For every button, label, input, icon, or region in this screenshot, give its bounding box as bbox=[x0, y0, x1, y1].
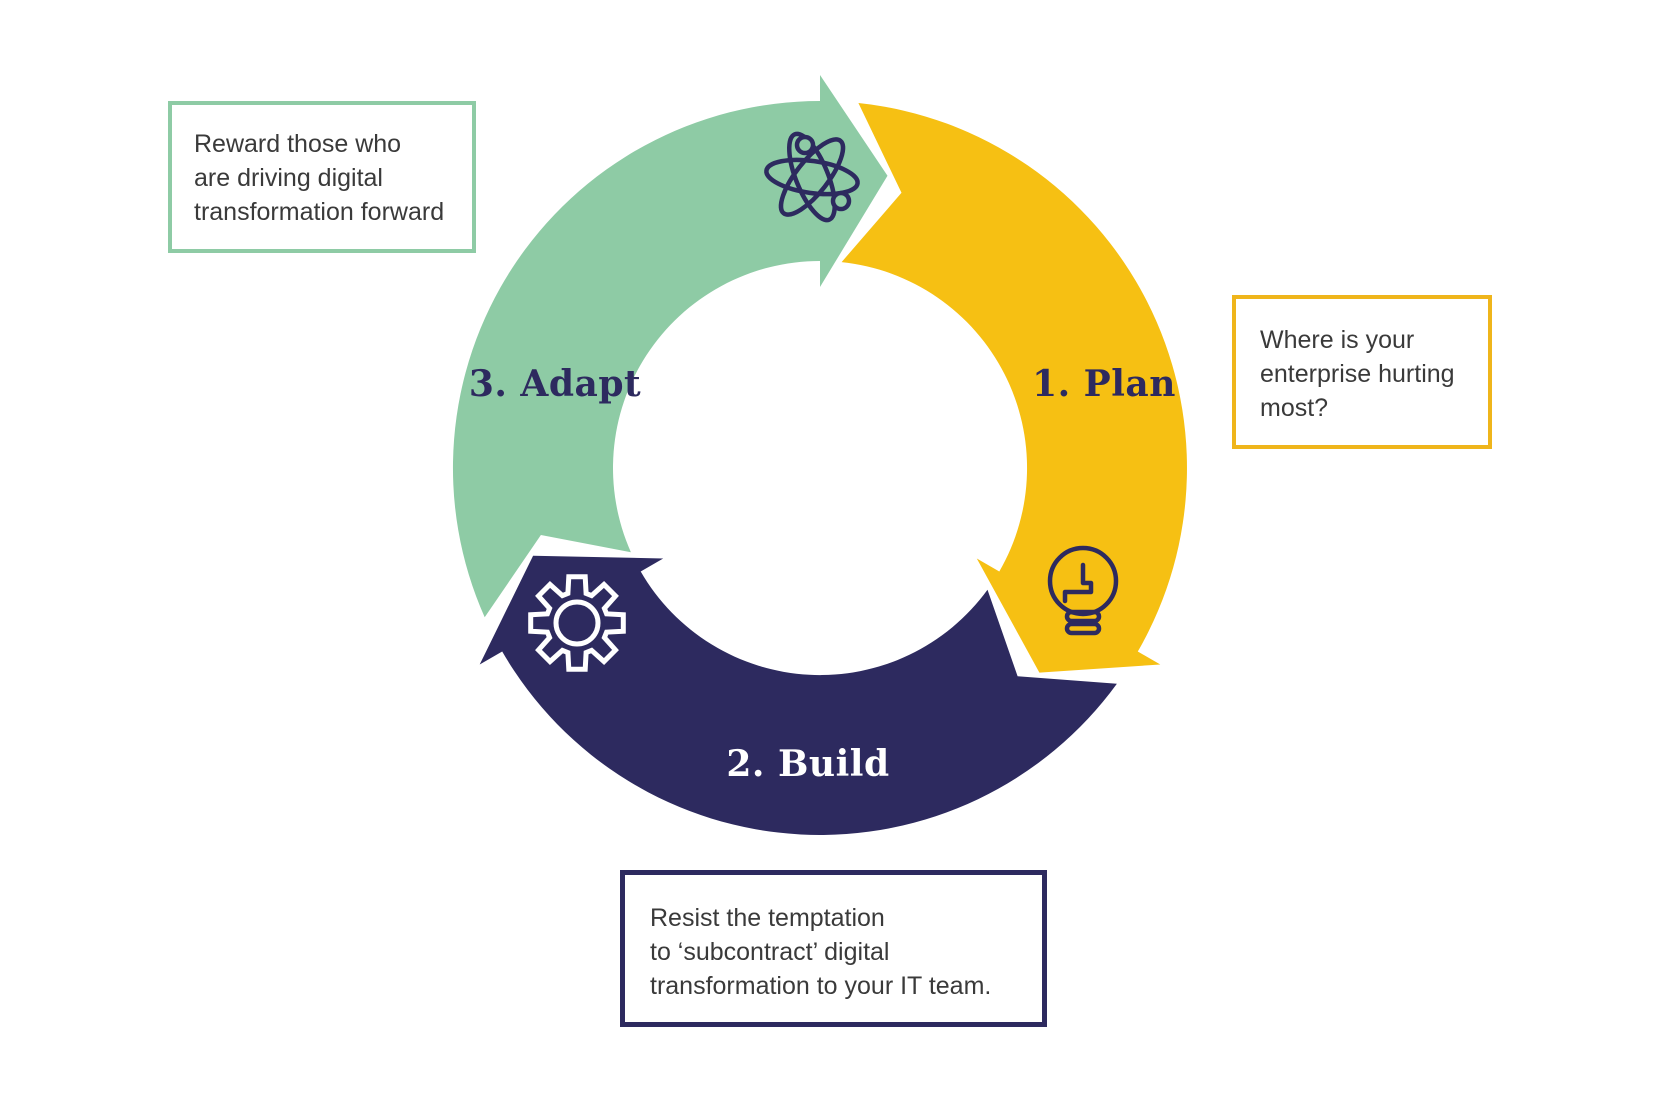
callout-adapt-text: Reward those who are driving digital tra… bbox=[194, 130, 445, 226]
electron-dot bbox=[830, 190, 852, 212]
step-label-adapt: 3. Adapt bbox=[469, 363, 641, 405]
callout-build: Resist the temptation to ‘subcontract’ d… bbox=[620, 870, 1047, 1027]
atom-icon bbox=[764, 131, 860, 223]
segment-adapt-arc bbox=[452, 75, 888, 618]
segment-plan-arc bbox=[841, 103, 1187, 673]
callout-plan: Where is your enterprise hurting most? bbox=[1232, 295, 1492, 449]
callout-build-text: Resist the temptation to ‘subcontract’ d… bbox=[650, 904, 992, 1000]
segment-build-arc bbox=[479, 555, 1117, 835]
gear-icon bbox=[528, 574, 626, 672]
electron-dot bbox=[794, 134, 816, 156]
step-label-build: 2. Build bbox=[726, 743, 889, 785]
step-label-plan: 1. Plan bbox=[1032, 363, 1176, 405]
lightbulb-icon bbox=[1047, 545, 1119, 636]
callout-plan-text: Where is your enterprise hurting most? bbox=[1260, 326, 1455, 422]
callout-adapt: Reward those who are driving digital tra… bbox=[168, 101, 476, 253]
